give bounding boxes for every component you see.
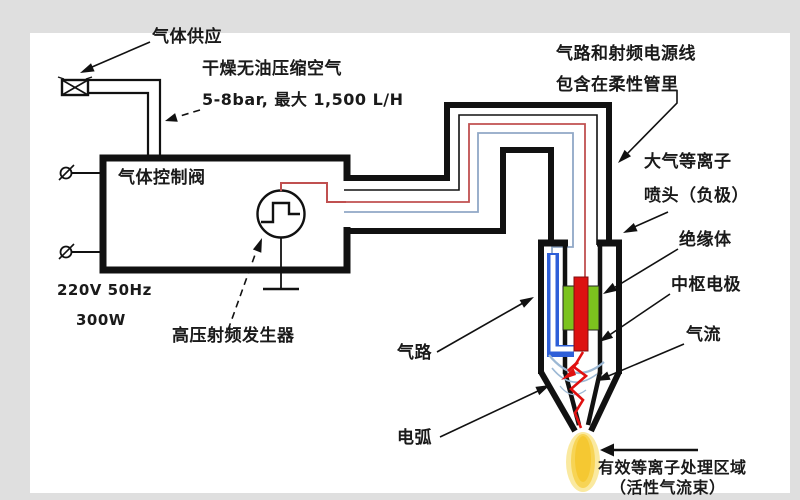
label-plasma-head-line1: 大气等离子	[644, 152, 732, 172]
insulator-block-left	[562, 285, 576, 331]
wire-red	[346, 123, 586, 278]
gas-pipe-inner-line	[85, 91, 150, 158]
leader-gas-flow	[605, 343, 685, 378]
label-insulator: 绝缘体	[679, 230, 732, 250]
label-power-watt: 300W	[76, 311, 126, 329]
arrowhead-gas-supply	[80, 63, 95, 73]
arrowhead-insulator	[603, 282, 618, 294]
wire-blue	[344, 132, 574, 253]
label-valve-box: 气体控制阀	[118, 168, 206, 188]
rf-wire-internal	[280, 182, 346, 203]
label-gas-flow: 气流	[686, 325, 721, 345]
label-tube-line1: 气路和射频电源线	[556, 44, 696, 64]
arc-arrowhead	[561, 368, 576, 380]
label-gas-path: 气路	[397, 343, 432, 363]
arrowhead-rf-generator	[252, 238, 262, 253]
gas-swirl	[548, 354, 605, 396]
power-terminals	[58, 164, 104, 260]
leader-rf-generator	[227, 251, 257, 331]
supply-valve-cross-2	[61, 79, 89, 96]
leader-insulator	[611, 248, 679, 290]
arrowhead-arc	[535, 385, 550, 396]
leader-gas-supply	[91, 41, 151, 68]
gas-tube-bore	[550, 255, 574, 352]
flexible-tube-outer-wall	[344, 102, 612, 240]
label-arc: 电弧	[397, 428, 432, 448]
arrowhead-treatment-area	[600, 443, 614, 457]
label-central-electrode: 中枢电极	[671, 275, 741, 295]
label-rf-generator: 高压射频发生器	[172, 326, 295, 346]
swirl-arc-1	[548, 354, 605, 375]
plume-core	[575, 436, 591, 482]
leader-flexible-tube	[624, 90, 678, 157]
terminal-slash-1	[58, 164, 75, 181]
arrowhead-gas-path	[519, 297, 534, 308]
label-treatment-area-line2: （活性气流束）	[610, 478, 726, 497]
arrowhead-central-electrode	[599, 330, 614, 342]
gas-supply-group	[57, 76, 162, 158]
label-treatment-area-line1: 有效等离子处理区域	[598, 458, 747, 477]
arrowhead-flexible-tube	[618, 149, 631, 163]
leader-arc	[439, 390, 539, 438]
insulator-block-right	[586, 285, 600, 331]
leader-gas-path	[436, 302, 524, 353]
swirl-arc-3	[559, 385, 587, 396]
central-electrode-bar	[573, 276, 589, 352]
valve-tick-right	[85, 76, 93, 80]
arrowhead-plasma-head	[623, 223, 638, 233]
leader-plasma-head	[631, 211, 669, 229]
label-dry-air: 干燥无油压缩空气	[202, 59, 342, 79]
label-gas-supply: 气体供应	[152, 27, 222, 47]
label-power-voltage: 220V 50Hz	[57, 281, 152, 299]
label-plasma-head-line2: 喷头（负极）	[644, 186, 749, 206]
nozzle-cone-outer-left	[538, 370, 578, 433]
label-tube-line2: 包含在柔性管里	[556, 75, 679, 95]
nozzle-cone-outer-right	[588, 370, 622, 433]
leader-central-electrode	[607, 293, 671, 337]
arrowhead-pressure	[165, 113, 178, 122]
arc-arrow-stem	[566, 360, 580, 373]
pulse-waveform	[261, 201, 300, 224]
flexible-tube-inner-wall	[344, 147, 554, 240]
leader-pressure	[179, 109, 201, 117]
signal-wire-black	[344, 114, 598, 245]
gas-pipe-outer-line	[85, 78, 162, 158]
terminal-slash-2	[58, 243, 75, 260]
nozzle-body	[538, 239, 622, 433]
swirl-arc-2	[551, 367, 598, 383]
control-box-wire-notch	[342, 181, 351, 227]
label-pressure: 5-8bar, 最大 1,500 L/H	[202, 90, 404, 109]
valve-tick-left	[57, 76, 65, 80]
arrowhead-gas-flow	[596, 371, 611, 381]
plasma-plume	[566, 432, 600, 492]
